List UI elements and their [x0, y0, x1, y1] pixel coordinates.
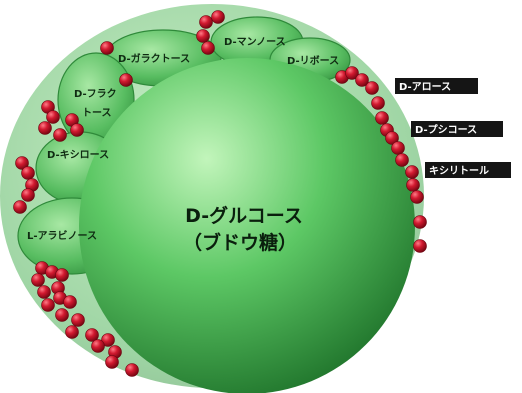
fructose-label-line1: D-フラク [74, 88, 117, 100]
ribose-label: D-リボース [287, 54, 339, 67]
molecule-bead [392, 142, 405, 155]
molecule-bead [212, 11, 225, 24]
molecule-bead [32, 274, 45, 287]
molecule-bead [120, 74, 133, 87]
psicose-tag-text: D-プシコース [415, 123, 477, 136]
molecule-bead [414, 240, 427, 253]
molecule-bead [22, 167, 35, 180]
molecule-bead [366, 82, 379, 95]
glucose-label: D-グルコース [185, 204, 303, 227]
molecule-bead [64, 296, 77, 309]
mannose-label: D-マンノース [224, 36, 286, 48]
molecule-bead [72, 314, 85, 327]
fructose-label-line2: トース [82, 107, 112, 119]
glucose-sublabel: （ブドウ糖） [183, 231, 297, 254]
molecule-bead [396, 154, 409, 167]
allose-tag-text: D-アロース [399, 81, 451, 93]
galactose-label: D-ガラクトース [118, 52, 190, 65]
molecule-bead [22, 189, 35, 202]
molecule-bead [407, 179, 420, 192]
molecule-bead [39, 122, 52, 135]
molecule-bead [14, 201, 27, 214]
molecule-bead [56, 309, 69, 322]
molecule-bead [66, 326, 79, 339]
molecule-bead [406, 166, 419, 179]
molecule-bead [56, 269, 69, 282]
molecule-bead [106, 356, 119, 369]
molecule-bead [126, 364, 139, 377]
molecule-bead [372, 97, 385, 110]
molecule-bead [71, 124, 84, 137]
molecule-bead [38, 286, 51, 299]
molecule-bead [54, 129, 67, 142]
molecule-bead [202, 42, 215, 55]
molecule-bead [376, 112, 389, 125]
arabinose-label: L-アラビノース [27, 229, 97, 242]
xylitol-tag-text: キシリトール [429, 165, 489, 177]
molecule-bead [47, 111, 60, 124]
molecule-bead [42, 299, 55, 312]
molecule-bead [101, 42, 114, 55]
molecule-bead [200, 16, 213, 29]
molecule-bead [197, 30, 210, 43]
molecule-bead [92, 340, 105, 353]
xylose-label: D-キシロース [47, 149, 109, 161]
molecule-bead [411, 191, 424, 204]
molecule-bead [414, 216, 427, 229]
